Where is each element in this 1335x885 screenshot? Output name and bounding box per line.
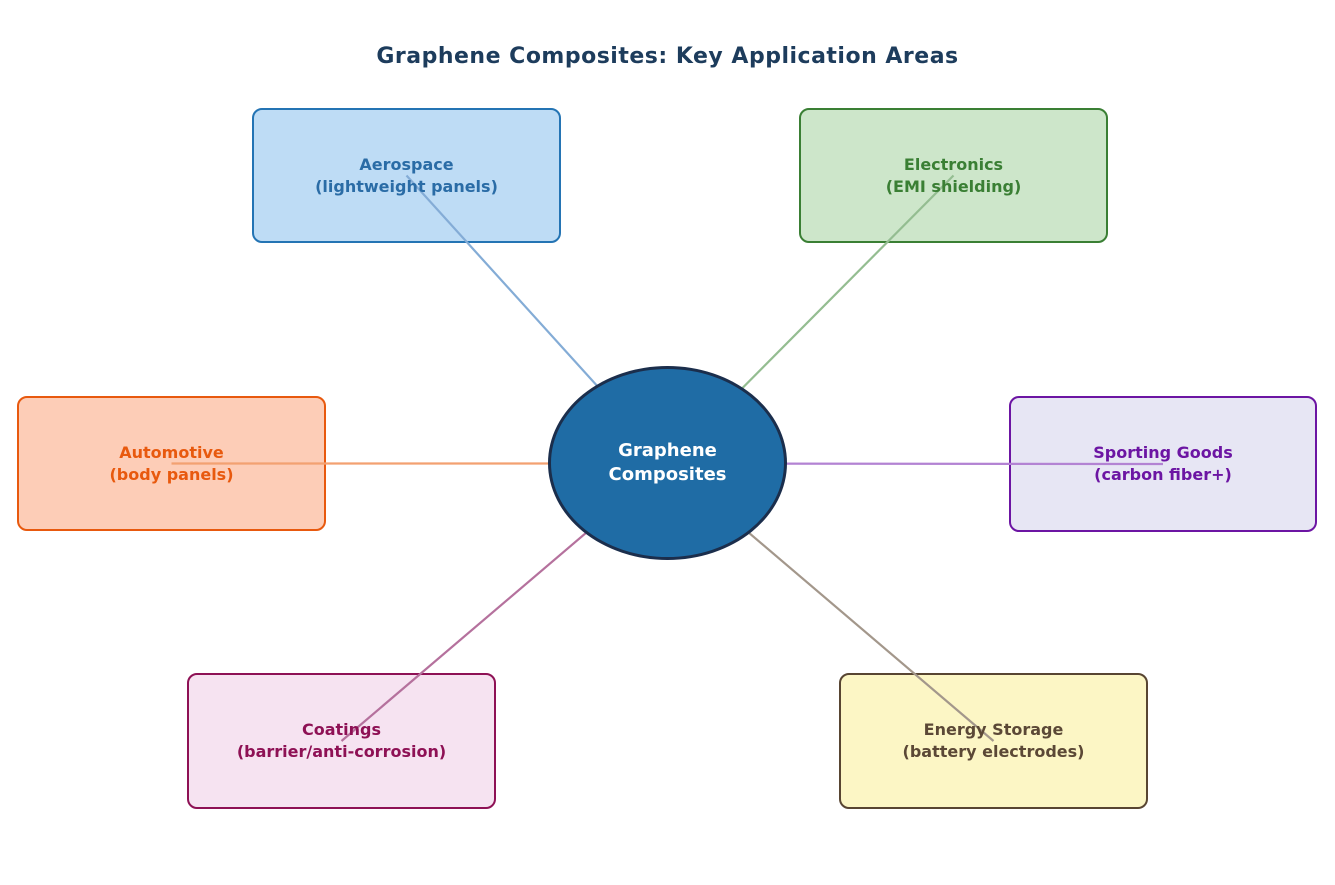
node-title: Energy Storage [923,720,1064,740]
center-node: Graphene Composites [548,366,787,560]
node-subtitle: (lightweight panels) [315,176,498,196]
node-subtitle: (barrier/anti-corrosion) [236,742,447,761]
diagram-title: Graphene Composites: Key Application Are… [376,44,959,69]
node-sporting-goods: Sporting Goods (carbon fiber+) [1009,396,1317,532]
node-subtitle: (EMI shielding) [885,176,1022,196]
node-aerospace: Aerospace (lightweight panels) [252,108,561,243]
node-title: Automotive [119,442,224,462]
node-title: Electronics [903,154,1004,174]
node-title: Coatings [301,720,381,740]
node-coatings: Coatings (barrier/anti-corrosion) [187,673,496,809]
center-node-label-line2: Composites [608,464,727,485]
node-subtitle: (body panels) [109,464,234,484]
node-label: Aerospace (lightweight panels) [315,154,498,197]
node-electronics: Electronics (EMI shielding) [799,108,1108,243]
node-subtitle: (battery electrodes) [902,742,1085,761]
center-node-label-line1: Graphene [618,439,717,461]
node-label: Electronics (EMI shielding) [886,154,1022,197]
node-title: Aerospace [359,154,454,174]
node-label: Coatings (barrier/anti-corrosion) [237,719,446,762]
node-subtitle: (carbon fiber+) [1094,465,1232,484]
node-title: Sporting Goods [1093,443,1233,463]
node-label: Energy Storage (battery electrodes) [903,719,1085,762]
node-label: Sporting Goods (carbon fiber+) [1093,442,1233,485]
node-energy-storage: Energy Storage (battery electrodes) [839,673,1148,809]
node-label: Automotive (body panels) [109,442,233,485]
node-automotive: Automotive (body panels) [17,396,326,531]
